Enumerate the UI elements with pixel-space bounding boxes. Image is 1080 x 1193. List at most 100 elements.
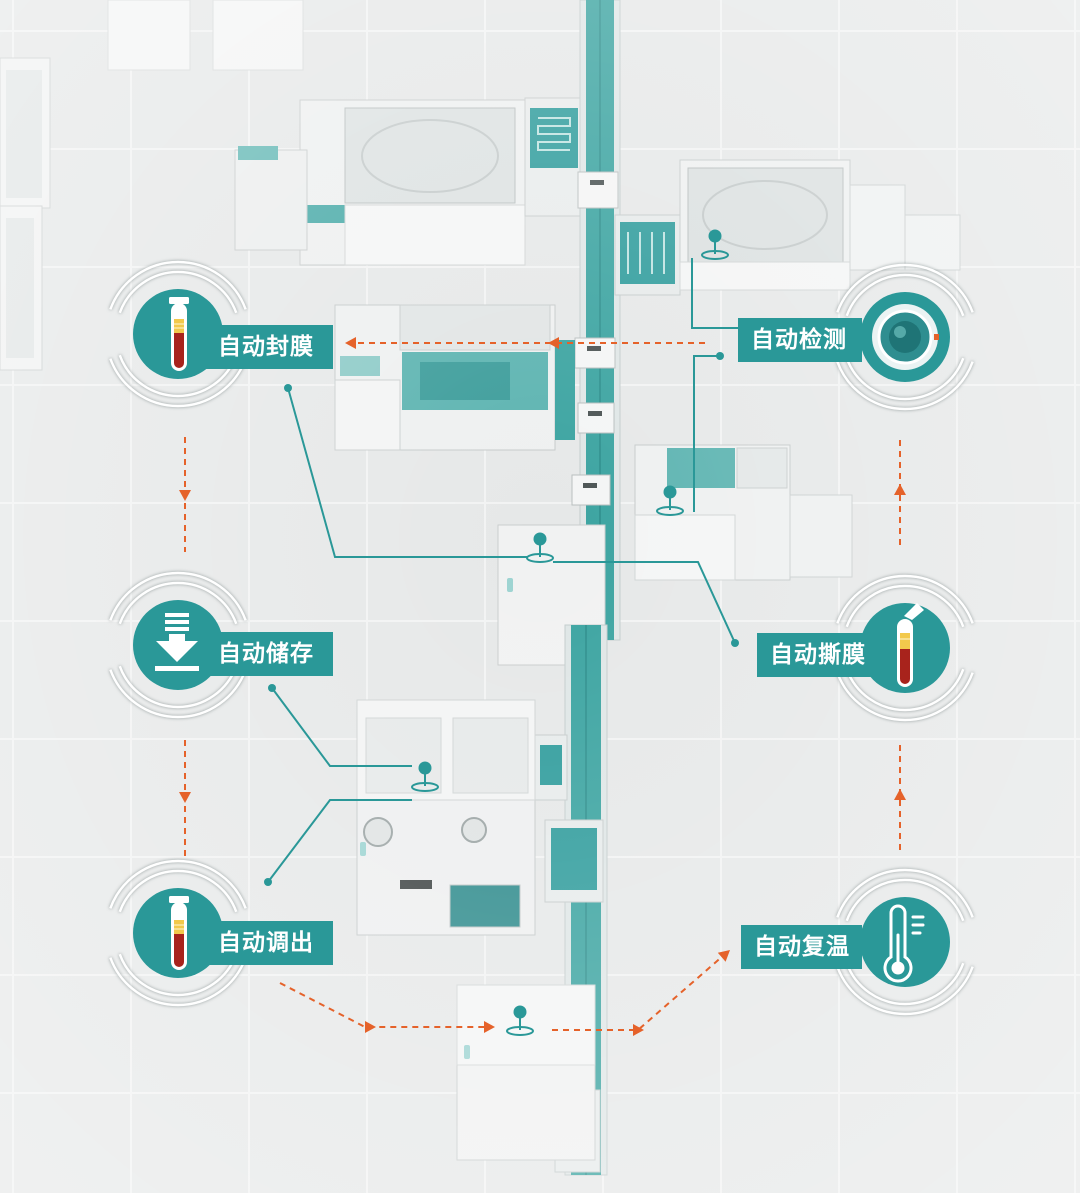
ring-arc [845,878,965,922]
connector-lines [267,258,738,883]
station-node-rewarm [820,857,990,1027]
decorative-rings [109,260,247,408]
ring-arc [118,953,238,997]
arrowhead [717,950,730,962]
analyzer-disc-icon [872,304,939,370]
map-pin-icon [656,485,684,516]
station-node-peel [820,563,990,733]
arrowhead [548,337,559,349]
station-node-seal [93,249,263,419]
tube-serum [174,319,184,333]
thermometer-icon [883,904,925,983]
tube-serum [900,633,910,649]
disc-marker [934,334,939,340]
station-label-retrieve: 自动调出 [205,921,333,965]
station-label-rewarm: 自动复温 [741,925,862,969]
station-graphic [109,260,247,408]
flow-retrieve-to-box [279,982,486,1028]
arrowhead [894,789,906,800]
ring-arc [109,669,247,719]
connector-detect-lower [693,355,720,512]
tube-blood [174,934,184,967]
flow-arrowheads [179,337,906,1036]
ring-arc [109,260,247,310]
map-pin-icon [506,1005,534,1036]
pin-head [418,761,432,775]
pin-head [663,485,677,499]
ring-arc [836,672,974,722]
connector-seal [287,387,528,558]
connector-retrieve [267,799,412,883]
map-pin-icon [701,229,729,260]
pin-head [708,229,722,243]
arrowhead [633,1024,644,1036]
connector-dot [716,352,724,360]
ring-arc [845,962,965,1006]
peeled-tube-icon [897,603,924,687]
decorative-rings [836,574,974,722]
station-node-detect [820,252,990,422]
blood-tube-icon [169,297,189,371]
peeled-film [904,603,924,620]
download-arrow-stem [169,634,185,642]
ring-arc [836,868,974,918]
station-node-store [93,560,263,730]
pin-head [533,532,547,546]
station-graphic [109,859,247,1007]
disc-core [889,321,921,353]
map-pin-icon [526,532,554,563]
ring-arc [118,665,238,709]
download-bar [165,627,189,631]
tube-blood [900,649,910,684]
station-graphic [836,574,974,722]
connector-dot [731,639,739,647]
download-bar [165,613,189,617]
arrowhead [484,1021,495,1033]
station-label-store: 自动储存 [205,632,333,676]
station-graphic [109,571,247,719]
ring-arc [109,957,247,1007]
download-tray-icon [155,613,199,671]
download-arrow-head [156,641,198,662]
station-node-retrieve [93,848,263,1018]
thermometer-bulb [891,961,905,975]
ring-arc [836,574,974,624]
ring-arc [845,584,965,628]
tray-base [155,666,199,671]
arrowhead [365,1021,376,1033]
decorative-rings [109,571,247,719]
connector-store [271,687,412,767]
ring-arc [109,571,247,621]
blood-tube-icon [169,896,189,970]
arrowhead [345,337,356,349]
ring-arc [845,273,965,317]
station-label-peel: 自动撕膜 [757,633,879,677]
ring-arc [836,263,974,313]
ring-arc [118,354,238,398]
decorative-rings [836,263,974,411]
ring-arc [118,581,238,625]
download-bar [165,620,189,624]
ring-arc [845,357,965,401]
decorative-rings [836,868,974,1016]
connector-dot [284,384,292,392]
tube-serum [174,920,184,934]
station-graphic [836,868,974,1016]
station-graphic [836,263,974,411]
arrowhead [179,792,191,803]
disc-highlight [894,326,906,338]
ring-arc [845,668,965,712]
ring-arc [118,869,238,913]
ring-arc [118,270,238,314]
thermometer-outline [883,904,913,983]
ring-arc [836,966,974,1016]
map-pin-icon [411,761,439,792]
decorative-rings [109,859,247,1007]
tube-cap [169,896,189,903]
arrowhead [179,490,191,501]
arrowhead [894,484,906,495]
connector-detect-upper [691,258,738,329]
pin-head [513,1005,527,1019]
map-pins [411,229,729,1036]
